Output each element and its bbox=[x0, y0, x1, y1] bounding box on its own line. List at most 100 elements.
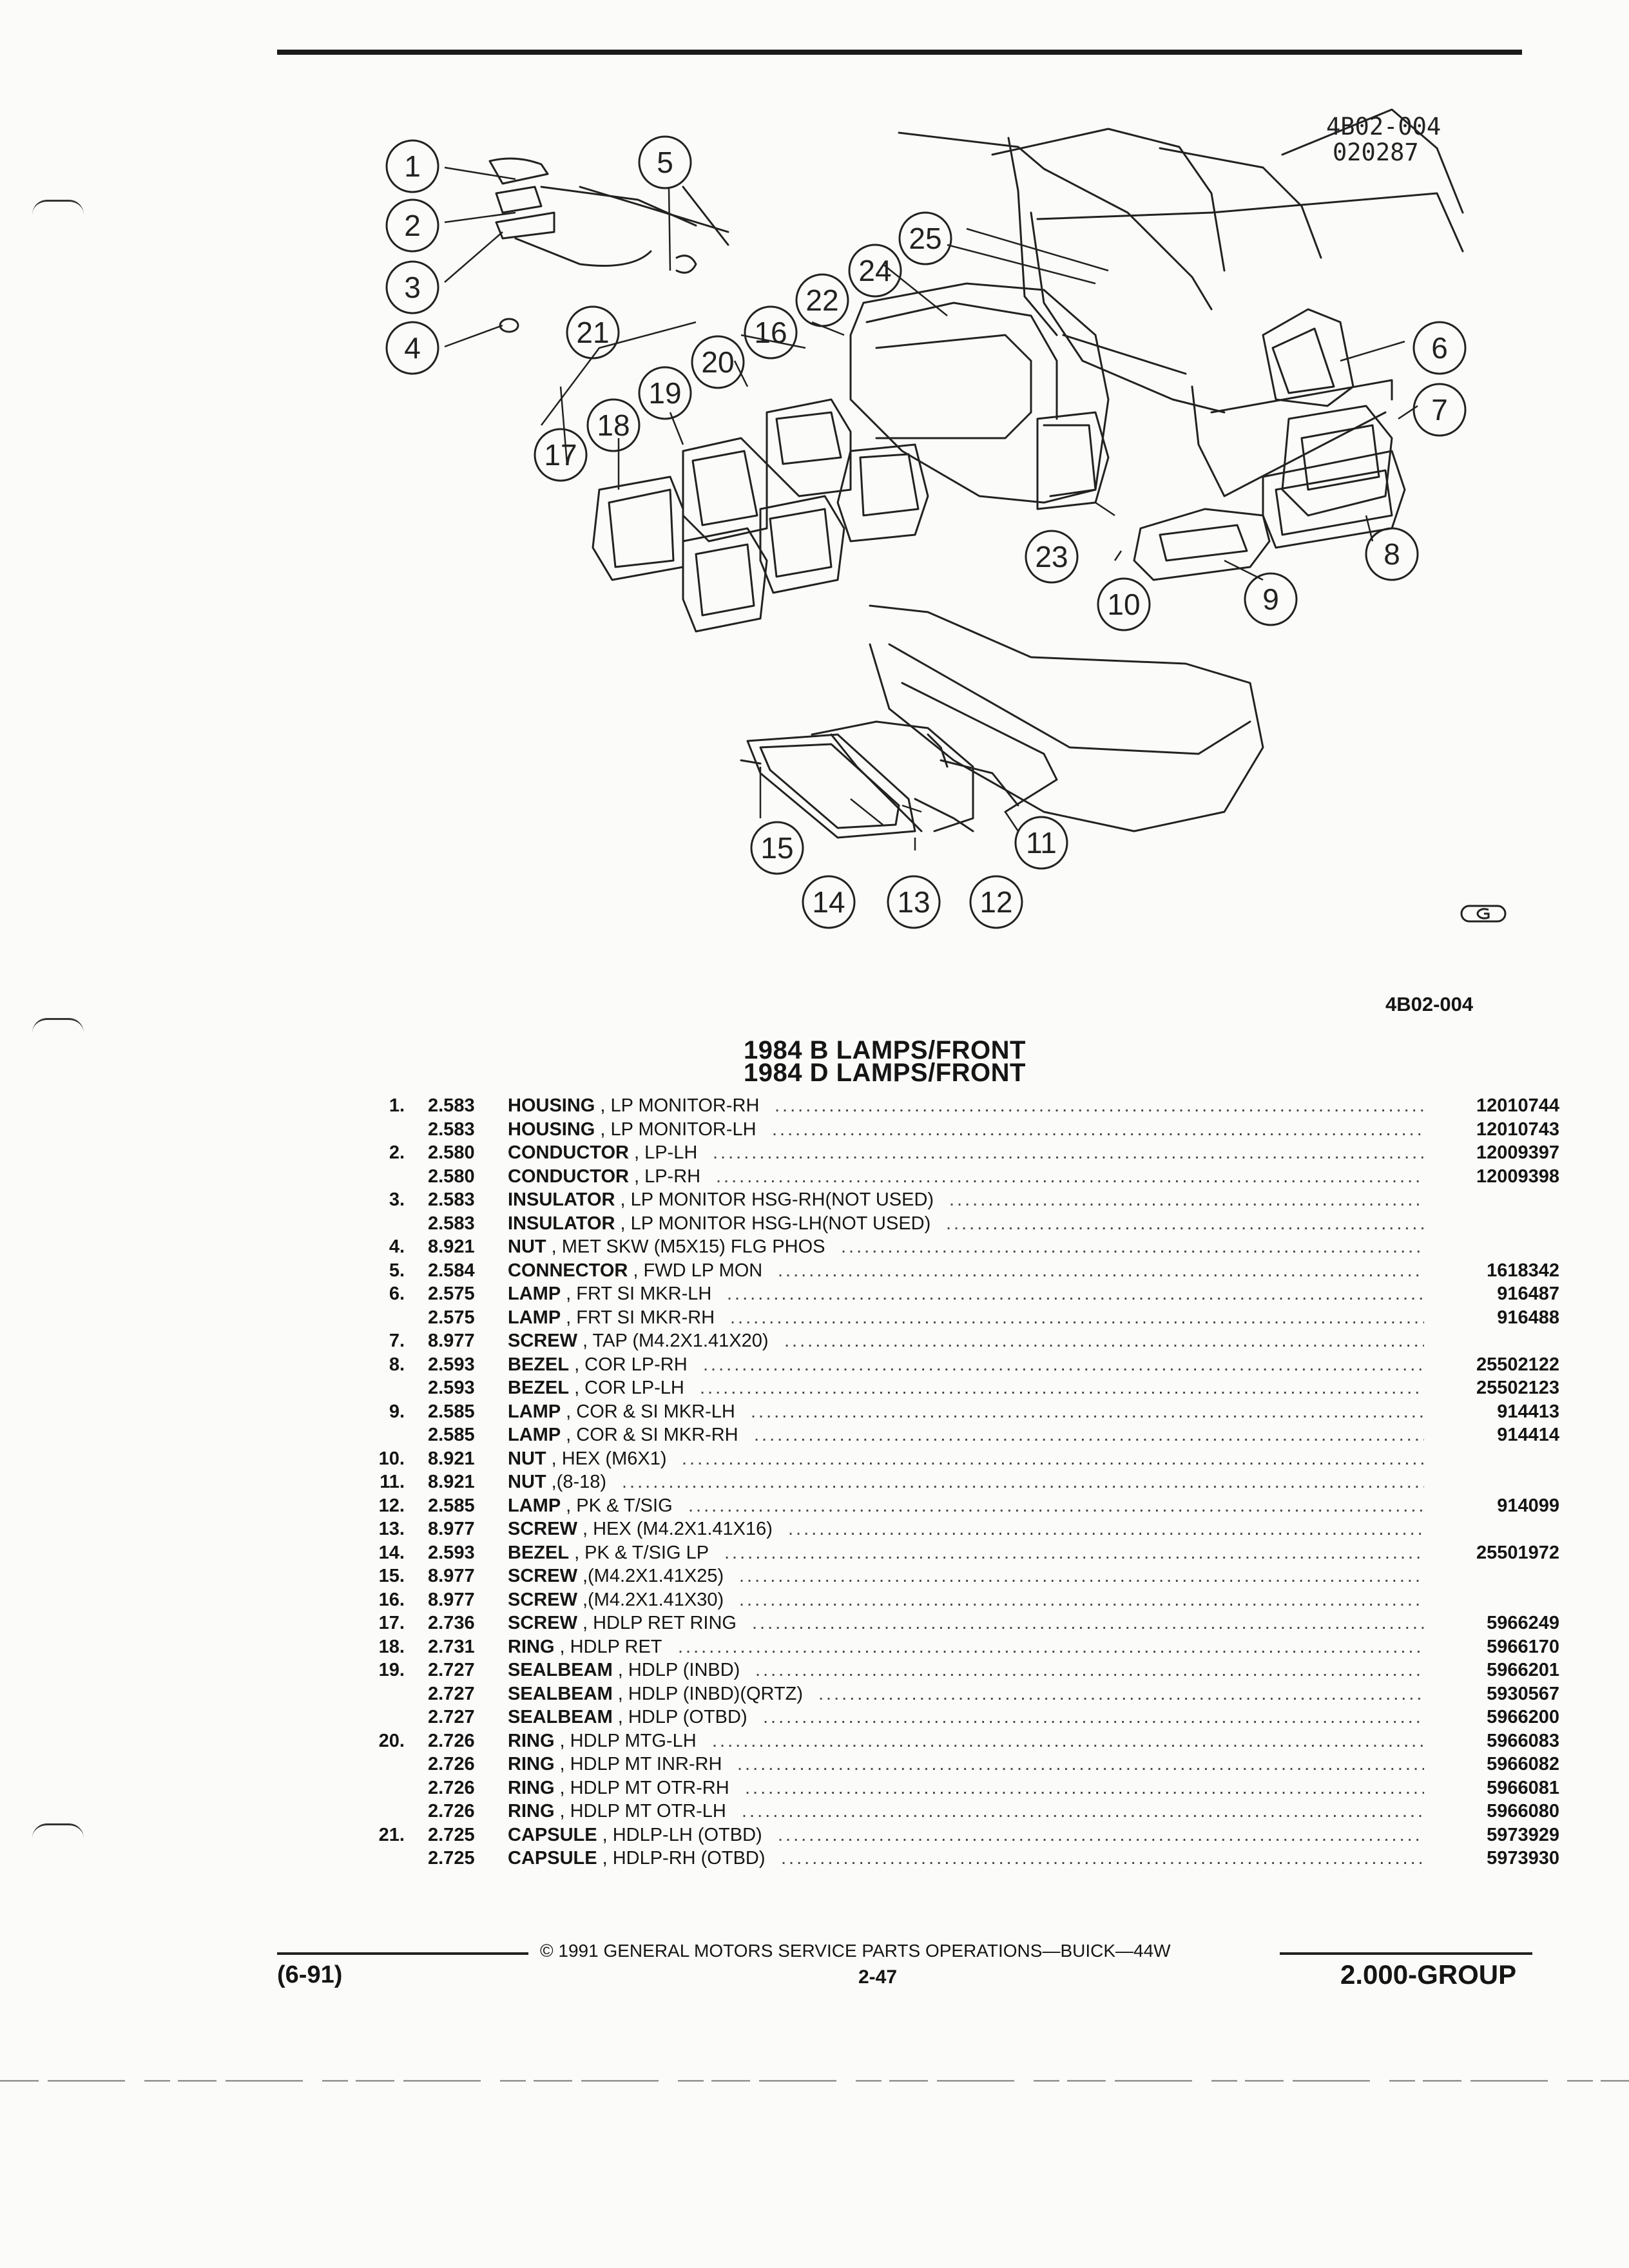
callout-6 bbox=[1412, 321, 1467, 375]
part-name: SEALBEAM bbox=[508, 1660, 613, 1680]
part-name-cell: BEZEL, COR LP-LH bbox=[508, 1378, 684, 1399]
group-number: 2.575 bbox=[428, 1307, 475, 1328]
part-name-cell: CONDUCTOR, LP-RH bbox=[508, 1166, 700, 1187]
item-number: 2. bbox=[389, 1142, 405, 1163]
part-description: , LP MONITOR-RH bbox=[600, 1095, 760, 1116]
leader-dots: ........................................… bbox=[778, 1260, 1424, 1281]
part-name: NUT bbox=[508, 1472, 546, 1492]
callout-11 bbox=[1014, 816, 1068, 870]
callout-3-label: 3 bbox=[404, 271, 421, 304]
callout-5-label: 5 bbox=[657, 146, 673, 179]
part-name: SCREW bbox=[508, 1566, 577, 1586]
callout-2-label: 2 bbox=[404, 209, 421, 242]
part-description: , COR & SI MKR-LH bbox=[566, 1401, 735, 1422]
item-number: 12. bbox=[378, 1495, 405, 1516]
part-name-cell: CAPSULE, HDLP-LH (OTBD) bbox=[508, 1825, 762, 1846]
part-number: 5966082 bbox=[1487, 1754, 1559, 1774]
part-number: 5973929 bbox=[1487, 1824, 1559, 1845]
callout-4 bbox=[385, 321, 439, 375]
part-name-cell: LAMP, FRT SI MKR-RH bbox=[508, 1307, 715, 1329]
part-description: , HDLP MT OTR-RH bbox=[559, 1777, 729, 1798]
part-name-cell: CONDUCTOR, LP-LH bbox=[508, 1142, 697, 1164]
part-name-cell: SCREW, HDLP RET RING bbox=[508, 1613, 737, 1634]
group-number: 2.585 bbox=[428, 1425, 475, 1445]
part-number: 25502123 bbox=[1476, 1378, 1559, 1398]
part-name-cell: LAMP, PK & T/SIG bbox=[508, 1495, 673, 1517]
part-description: , HDLP RET bbox=[559, 1636, 662, 1657]
part-name: NUT bbox=[508, 1448, 546, 1469]
group-number: 8.977 bbox=[428, 1589, 475, 1610]
callout-12 bbox=[969, 875, 1023, 929]
callout-4-label: 4 bbox=[404, 331, 421, 365]
page-title-line-1: 1984 B LAMPS/FRONT bbox=[744, 1036, 1026, 1064]
part-description: , COR & SI MKR-RH bbox=[566, 1425, 738, 1445]
part-name-cell: LAMP, COR & SI MKR-RH bbox=[508, 1425, 738, 1446]
part-name-cell: CAPSULE, HDLP-RH (OTBD) bbox=[508, 1848, 766, 1869]
group-number: 2.731 bbox=[428, 1636, 475, 1657]
part-number: 5966083 bbox=[1487, 1730, 1559, 1751]
part-name-cell: INSULATOR, LP MONITOR HSG-LH(NOT USED) bbox=[508, 1213, 930, 1235]
part-description: , HEX (M6X1) bbox=[551, 1448, 667, 1469]
group-number: 2.580 bbox=[428, 1142, 475, 1163]
item-number: 17. bbox=[378, 1613, 405, 1633]
part-name-cell: SEALBEAM, HDLP (INBD) bbox=[508, 1660, 740, 1681]
part-name-cell: SCREW, TAP (M4.2X1.41X20) bbox=[508, 1331, 769, 1352]
part-number: 914414 bbox=[1497, 1425, 1559, 1445]
leader-dots: ........................................… bbox=[712, 1730, 1424, 1751]
leader-dots: ........................................… bbox=[784, 1331, 1424, 1351]
group-number: 2.727 bbox=[428, 1683, 475, 1704]
callout-10-label: 10 bbox=[1107, 588, 1140, 621]
callout-22 bbox=[795, 273, 849, 327]
part-description: , LP MONITOR HSG-LH(NOT USED) bbox=[620, 1213, 931, 1234]
group-number: 8.977 bbox=[428, 1331, 475, 1351]
part-description: , HDLP MTG-LH bbox=[559, 1730, 697, 1751]
part-description: , PK & T/SIG LP bbox=[574, 1542, 709, 1563]
group-number: 2.726 bbox=[428, 1730, 475, 1751]
footer-date: (6-91) bbox=[277, 1961, 343, 1988]
part-name-cell: BEZEL, PK & T/SIG LP bbox=[508, 1542, 709, 1564]
item-number: 20. bbox=[378, 1730, 405, 1751]
part-name: BEZEL bbox=[508, 1354, 570, 1375]
footer-group: 2.000-GROUP bbox=[1340, 1959, 1517, 1990]
part-name: BEZEL bbox=[508, 1378, 570, 1398]
part-name-cell: RING, HDLP MT OTR-RH bbox=[508, 1778, 729, 1799]
group-number: 8.977 bbox=[428, 1519, 475, 1539]
group-number: 2.583 bbox=[428, 1189, 475, 1210]
item-number: 6. bbox=[389, 1283, 405, 1304]
part-number: 12010743 bbox=[1476, 1119, 1559, 1140]
part-description: , HDLP RET RING bbox=[582, 1613, 737, 1633]
group-number: 2.726 bbox=[428, 1754, 475, 1774]
group-number: 8.921 bbox=[428, 1472, 475, 1492]
callout-13-label: 13 bbox=[897, 885, 930, 919]
leader-dots: ........................................… bbox=[727, 1283, 1424, 1304]
item-number: 1. bbox=[389, 1095, 405, 1116]
part-name-cell: RING, HDLP RET bbox=[508, 1637, 662, 1658]
group-number: 2.725 bbox=[428, 1824, 475, 1845]
gm-g-logo-icon bbox=[1460, 905, 1507, 923]
callout-25 bbox=[898, 211, 952, 265]
group-number: 2.593 bbox=[428, 1542, 475, 1563]
part-name: LAMP bbox=[508, 1307, 561, 1328]
part-description: , COR LP-RH bbox=[574, 1354, 688, 1375]
item-number: 5. bbox=[389, 1260, 405, 1281]
part-description: , HDLP MT OTR-LH bbox=[559, 1801, 726, 1821]
part-description: , HDLP (OTBD) bbox=[617, 1707, 747, 1727]
leader-dots: ........................................… bbox=[841, 1236, 1424, 1257]
part-name: NUT bbox=[508, 1236, 546, 1257]
part-description: , MET SKW (M5X15) FLG PHOS bbox=[551, 1236, 825, 1257]
leader-dots: ........................................… bbox=[742, 1801, 1424, 1821]
part-name-cell: SEALBEAM, HDLP (INBD)(QRTZ) bbox=[508, 1684, 803, 1705]
part-name: CAPSULE bbox=[508, 1824, 597, 1845]
part-number: 12010744 bbox=[1476, 1095, 1559, 1116]
leader-dots: ........................................… bbox=[703, 1354, 1424, 1375]
part-number: 5966200 bbox=[1487, 1707, 1559, 1727]
